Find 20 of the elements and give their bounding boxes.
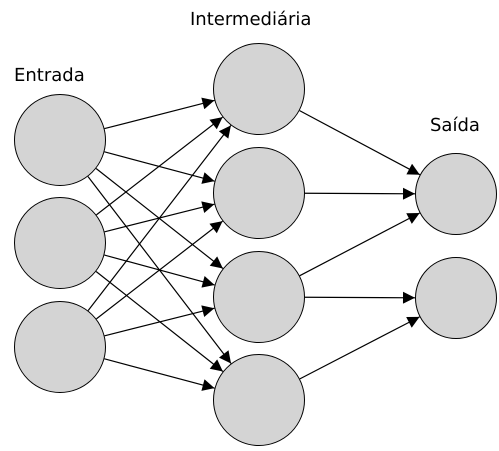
arrow (299, 110, 420, 176)
arrow (305, 292, 415, 304)
arrow (299, 212, 420, 276)
arrow (300, 316, 420, 380)
arrow (96, 220, 223, 320)
layer-label: Entrada (14, 64, 85, 88)
arrow (88, 125, 232, 311)
arrow (87, 176, 232, 364)
layer-label: Intermediária (190, 8, 312, 32)
arrow (104, 305, 215, 336)
arrow (104, 98, 215, 130)
arrow (96, 168, 224, 269)
arrow (104, 254, 215, 288)
arrow (104, 201, 215, 232)
arrow (305, 188, 415, 200)
arrow (104, 358, 215, 391)
arrow (96, 116, 223, 216)
layer-label: Saída (430, 114, 480, 138)
arrow (96, 271, 224, 372)
arrow (104, 151, 215, 184)
